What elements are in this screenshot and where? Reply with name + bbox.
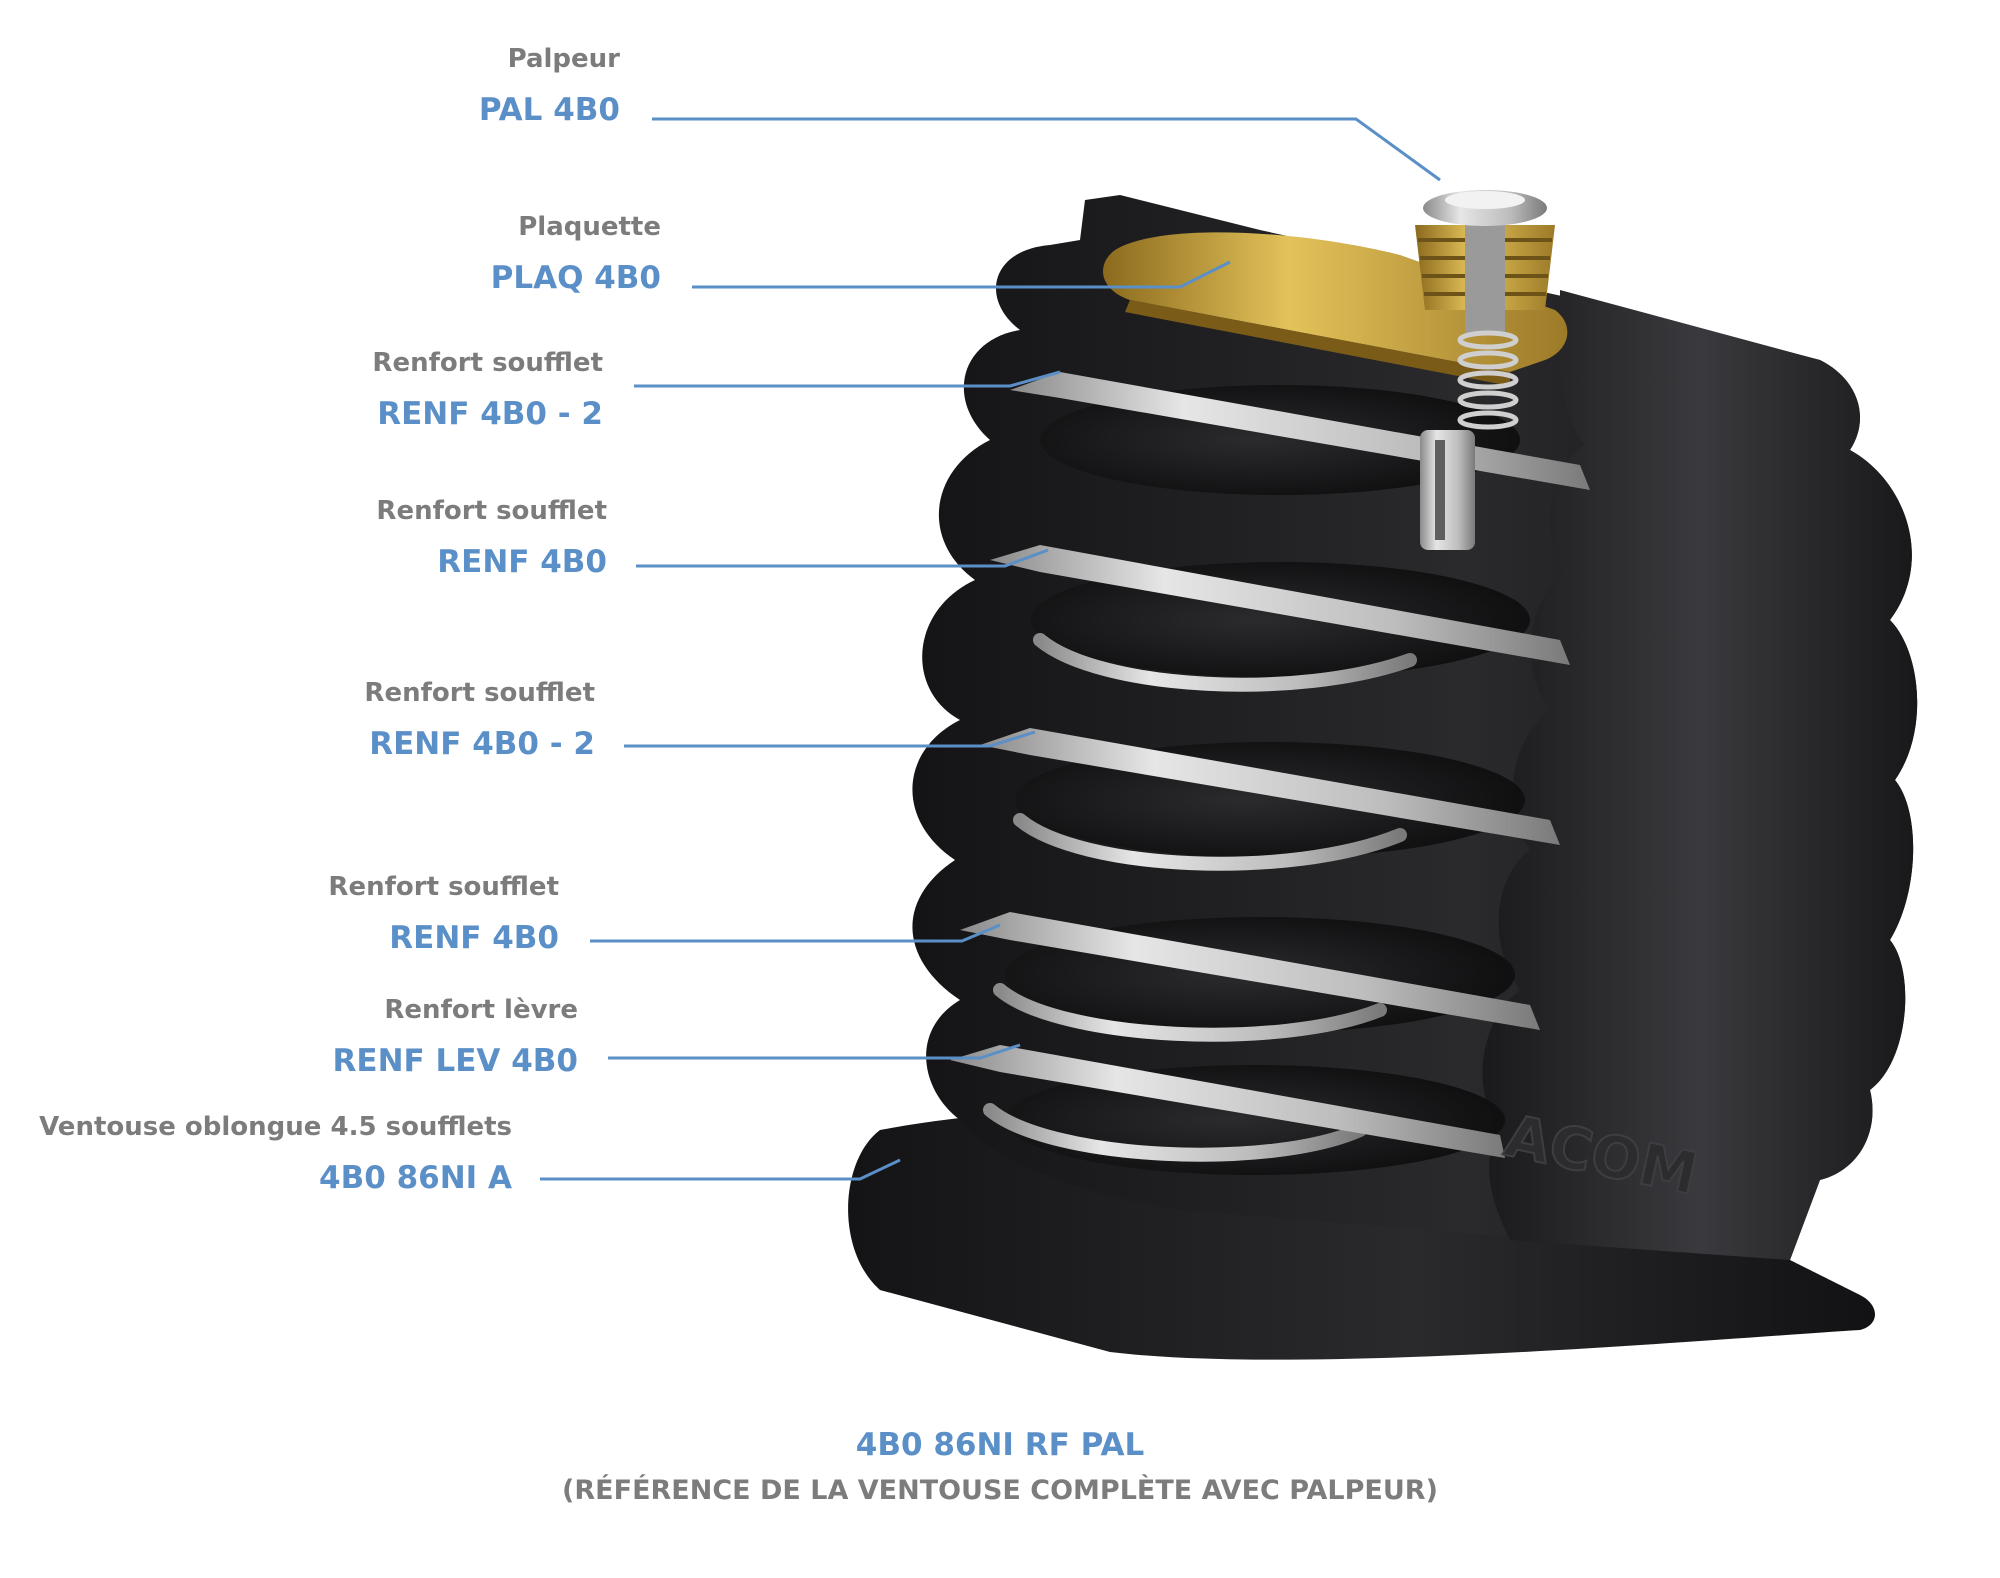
ring-4	[960, 912, 1540, 1030]
component-ref: RENF 4B0 - 2	[377, 396, 603, 432]
component-name: Plaquette	[518, 212, 661, 242]
component-ref: RENF 4B0	[389, 920, 559, 956]
label-ventouse: Ventouse oblongue 4.5 soufflets 4B0 86NI…	[39, 1110, 512, 1198]
leader-line-pal	[652, 117, 1441, 182]
component-ref: 4B0 86NI A	[319, 1160, 512, 1196]
label-plaquette: Plaquette PLAQ 4B0	[491, 210, 661, 298]
component-name: Renfort lèvre	[384, 995, 578, 1025]
label-renfort-soufflet-1: Renfort soufflet RENF 4B0 - 2	[372, 346, 603, 434]
label-renfort-soufflet-4: Renfort soufflet RENF 4B0	[328, 870, 559, 958]
label-renfort-soufflet-2: Renfort soufflet RENF 4B0	[376, 494, 607, 582]
component-name: Renfort soufflet	[364, 678, 595, 708]
leader-line-renf-3	[624, 730, 1036, 748]
product-description: (RÉFÉRENCE DE LA VENTOUSE COMPLÈTE AVEC …	[562, 1475, 1438, 1506]
component-ref: RENF LEV 4B0	[332, 1043, 578, 1079]
leader-line-plaq	[692, 260, 1231, 289]
label-renfort-levre: Renfort lèvre RENF LEV 4B0	[333, 993, 578, 1081]
ring-5	[950, 1045, 1505, 1158]
component-ref: RENF 4B0 - 2	[369, 726, 595, 762]
component-name: Renfort soufflet	[372, 348, 603, 378]
component-ref: PAL 4B0	[478, 92, 620, 128]
leader-line-renf-4	[590, 923, 1001, 943]
component-name: Ventouse oblongue 4.5 soufflets	[39, 1112, 512, 1142]
leader-line-renf-2	[636, 548, 1049, 568]
label-palpeur: Palpeur PAL 4B0	[479, 42, 620, 130]
probe-stem	[1420, 430, 1475, 550]
component-name: Palpeur	[507, 44, 620, 74]
component-ref: PLAQ 4B0	[490, 260, 661, 296]
product-reference: 4B0 86NI RF PAL	[855, 1427, 1145, 1463]
component-name: Renfort soufflet	[376, 496, 607, 526]
leader-line-ventouse	[540, 1158, 901, 1181]
component-name: Renfort soufflet	[328, 872, 559, 902]
ring-3	[980, 728, 1560, 845]
leader-line-renf-1	[634, 370, 1061, 388]
label-renfort-soufflet-3: Renfort soufflet RENF 4B0 - 2	[364, 676, 595, 764]
leader-line-renf-lev	[608, 1043, 1021, 1060]
bellows-right-ridge	[1482, 290, 1918, 1260]
leader-lines	[540, 117, 1441, 1181]
ring-2	[990, 545, 1570, 665]
component-ref: RENF 4B0	[437, 544, 607, 580]
